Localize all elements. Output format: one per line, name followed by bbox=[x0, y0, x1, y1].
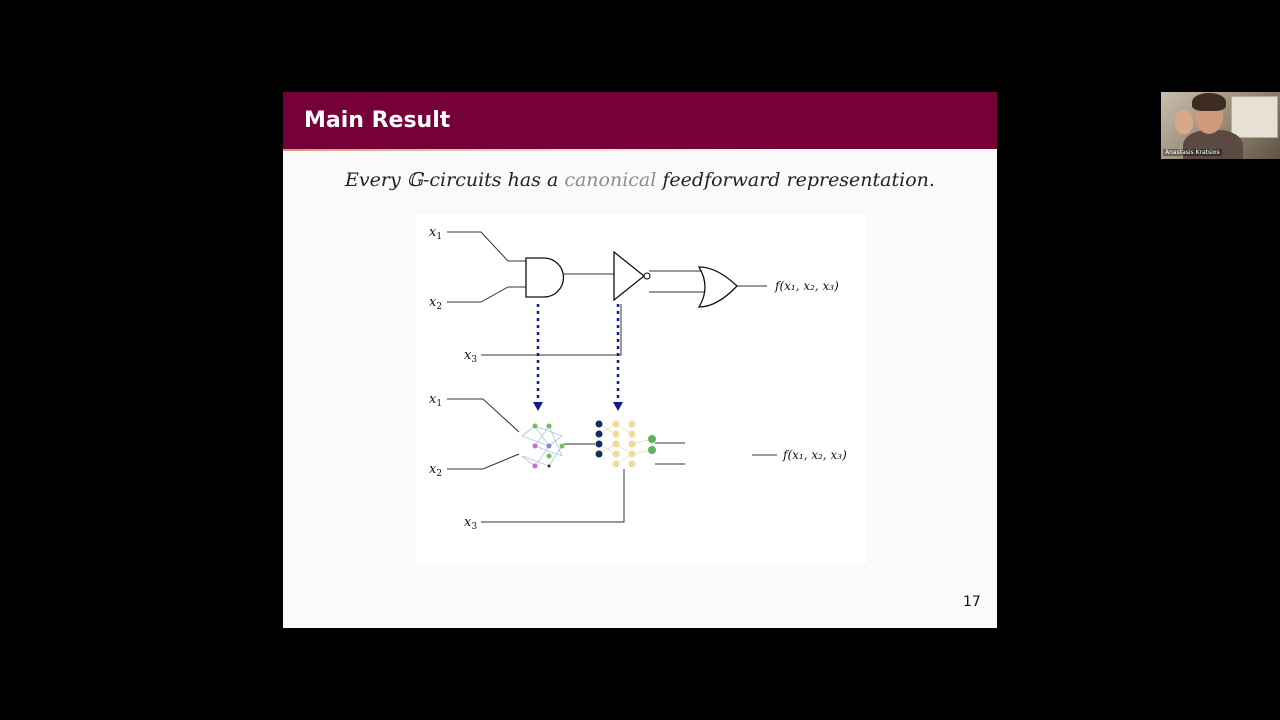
participant-name: Anastasis Kratsios bbox=[1163, 149, 1222, 156]
label-bottom-x2: x2 bbox=[429, 462, 442, 479]
slide: Main Result Every 𝔾-circuits has a canon… bbox=[283, 92, 997, 628]
not-gate bbox=[614, 252, 644, 300]
and-gate bbox=[526, 258, 563, 297]
net2-output-node bbox=[648, 435, 656, 443]
video-background-window bbox=[1231, 96, 1278, 138]
circuit-figure: x1 x2 x3 f(x₁, x₂, x₃) bbox=[415, 214, 867, 563]
label-top-x3: x3 bbox=[464, 348, 477, 365]
circuit-diagram: x1 x2 x3 f(x₁, x₂, x₃) bbox=[415, 214, 867, 563]
net2-input-node bbox=[596, 451, 603, 458]
participant-video[interactable]: Anastasis Kratsios bbox=[1161, 92, 1280, 159]
net2-hidden-node bbox=[629, 431, 636, 438]
bottom-circuit: x1 x2 x3 f(x₁, x₂, x₃) bbox=[429, 392, 847, 532]
net2-input-node bbox=[596, 441, 603, 448]
label-bottom-x3: x3 bbox=[464, 515, 477, 532]
network-and-edges bbox=[522, 426, 562, 466]
network-and bbox=[522, 424, 565, 469]
network-not bbox=[596, 421, 657, 468]
net1-node bbox=[560, 444, 565, 449]
arrow-head-1 bbox=[533, 402, 543, 411]
net2-hidden-node bbox=[613, 441, 620, 448]
net2-hidden-node bbox=[613, 461, 620, 468]
net1-node bbox=[533, 444, 538, 449]
subtitle-symbol: 𝔾 bbox=[407, 169, 423, 191]
participant-hand bbox=[1175, 110, 1193, 134]
subtitle-mid: -circuits has a bbox=[423, 169, 564, 191]
net2-output-node bbox=[648, 446, 656, 454]
subtitle-highlight: canonical bbox=[564, 169, 656, 191]
net2-hidden-node bbox=[613, 451, 620, 458]
net2-hidden-node bbox=[613, 431, 620, 438]
net2-input-node bbox=[596, 421, 603, 428]
top-circuit: x1 x2 x3 f(x₁, x₂, x₃) bbox=[429, 225, 839, 365]
net2-hidden-node bbox=[629, 441, 636, 448]
label-top-output: f(x₁, x₂, x₃) bbox=[774, 279, 839, 293]
mapping-arrows bbox=[533, 304, 623, 411]
subtitle-before: Every bbox=[345, 169, 407, 191]
subtitle-after: feedforward representation. bbox=[656, 169, 935, 191]
label-top-x1: x1 bbox=[429, 225, 442, 242]
net2-hidden-node bbox=[629, 421, 636, 428]
slide-title: Main Result bbox=[304, 108, 450, 133]
net2-hidden-node bbox=[629, 451, 636, 458]
net2-hidden-node bbox=[613, 421, 620, 428]
network-not-edges bbox=[599, 424, 652, 464]
net2-hidden-node bbox=[629, 461, 636, 468]
arrow-head-2 bbox=[613, 402, 623, 411]
bottom-wires bbox=[447, 399, 777, 522]
label-top-x2: x2 bbox=[429, 295, 442, 312]
slide-header: Main Result bbox=[283, 92, 997, 149]
slide-subtitle: Every 𝔾-circuits has a canonical feedfor… bbox=[283, 169, 997, 191]
not-gate-bubble bbox=[644, 273, 650, 279]
net2-input-node bbox=[596, 431, 603, 438]
label-bottom-output: f(x₁, x₂, x₃) bbox=[782, 448, 847, 462]
label-bottom-x1: x1 bbox=[429, 392, 442, 409]
net1-node bbox=[548, 465, 551, 468]
net1-node bbox=[547, 454, 552, 459]
participant-hair bbox=[1192, 93, 1226, 111]
net1-node bbox=[533, 464, 538, 469]
net1-node bbox=[547, 444, 552, 449]
net1-node bbox=[547, 424, 552, 429]
page-number: 17 bbox=[963, 594, 981, 610]
header-rule bbox=[283, 149, 997, 151]
or-gate bbox=[699, 267, 737, 307]
net1-node bbox=[533, 424, 538, 429]
